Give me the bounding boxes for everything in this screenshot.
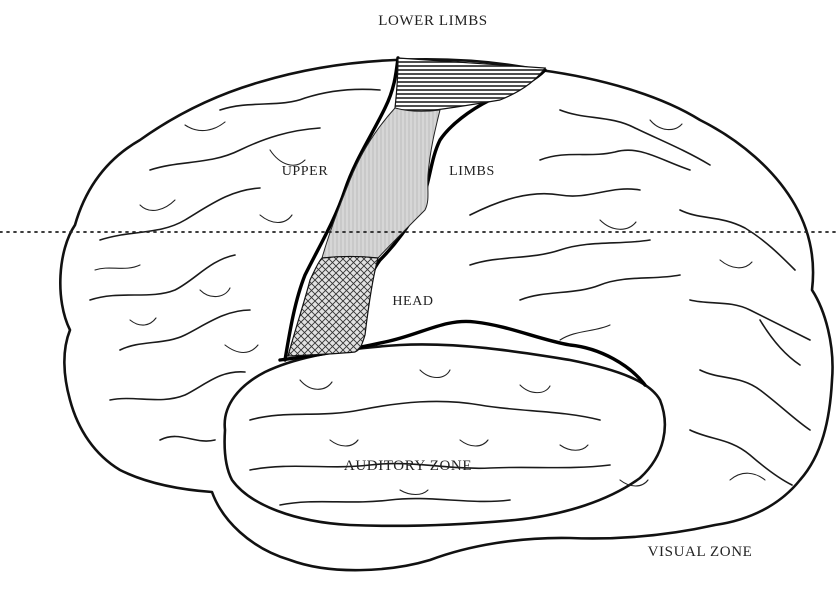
frontal-gyrus-7	[160, 436, 215, 441]
parietal-gyrus-3	[540, 150, 690, 170]
frontal-gyrus-6	[110, 372, 245, 400]
label-upper: UPPER	[282, 164, 329, 179]
parietal-gyrus-2	[560, 110, 710, 165]
temporal-lobe-outline	[225, 344, 665, 525]
label-visual-zone: VISUAL ZONE	[648, 544, 753, 560]
frontal-gyrus-5	[120, 310, 250, 350]
temporal-gyrus-1	[250, 401, 600, 420]
label-limbs: LIMBS	[449, 164, 495, 179]
parietal-gyrus-4	[470, 240, 650, 265]
lower-limbs-region	[395, 58, 545, 112]
occipital-gyrus-1	[700, 370, 810, 430]
frontal-gyrus-4	[220, 89, 380, 110]
frontal-gyrus-1	[90, 255, 235, 300]
frontal-gyrus-2	[100, 188, 260, 240]
parietal-gyrus-5	[520, 275, 680, 300]
occipital-gyrus-2	[690, 430, 792, 485]
parietal-gyrus-7	[690, 300, 810, 340]
label-auditory-zone: AUDITORY ZONE	[344, 458, 472, 474]
occipital-gyrus-3	[760, 320, 800, 365]
temporal-gyrus-3	[280, 499, 510, 505]
parietal-gyrus-6	[680, 210, 795, 270]
parietal-gyrus-1	[470, 189, 640, 215]
brain-outline	[60, 59, 832, 570]
head-region	[288, 257, 378, 357]
upper-limbs-region	[322, 108, 440, 258]
label-lower-limbs: LOWER LIMBS	[378, 13, 488, 29]
label-head: HEAD	[392, 294, 433, 309]
